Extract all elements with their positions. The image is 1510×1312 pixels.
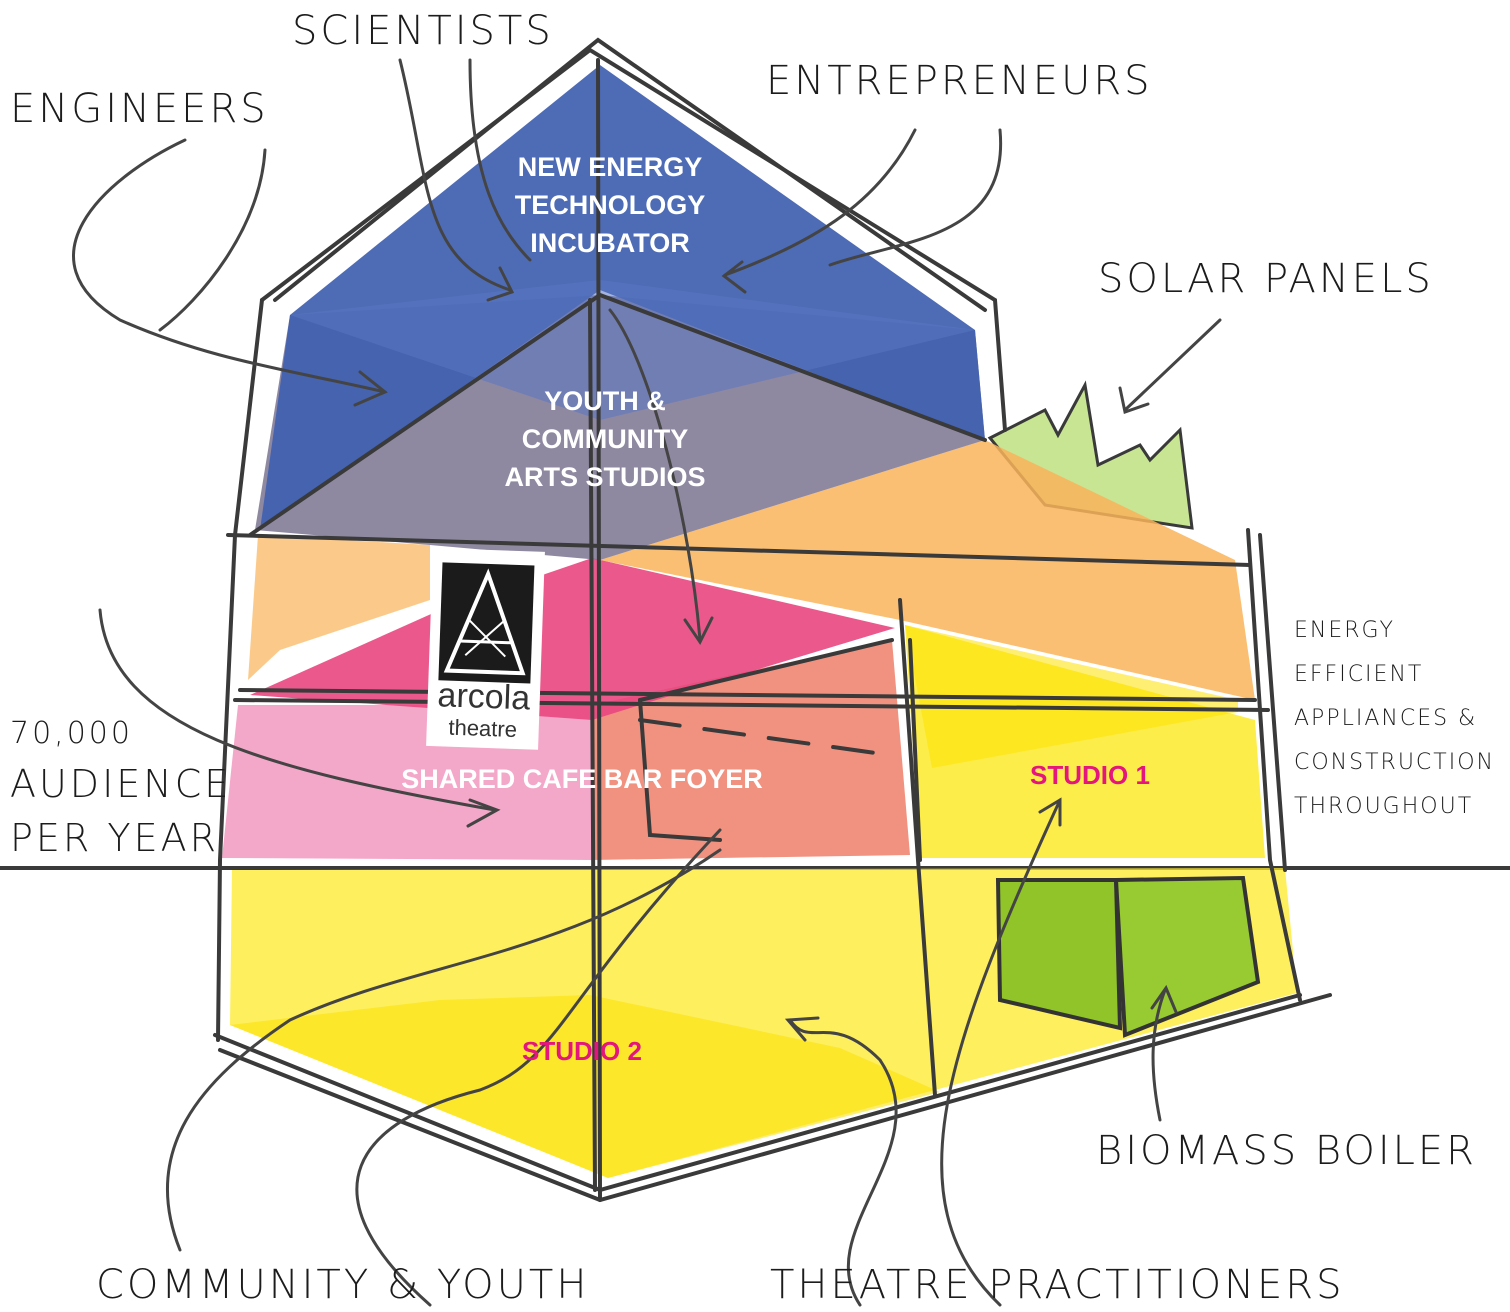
per-year-label: PER YEAR (10, 816, 220, 860)
energy-line-3: APPLIANCES & (1294, 706, 1478, 731)
arcola-theatre-logo: arcola theatre (426, 548, 545, 750)
theatre-practitioners-label: THEATRE PRACTITIONERS (770, 1262, 1345, 1308)
logo-line-1: arcola (436, 676, 531, 718)
lower-floor-shade (230, 995, 940, 1178)
foyer-zone-top (250, 558, 895, 720)
foyer-label: SHARED CAFE BAR FOYER (401, 764, 763, 794)
scientists-label: SCIENTISTS (292, 8, 554, 54)
logo-mark (438, 562, 535, 684)
studio1-label: STUDIO 1 (1030, 760, 1150, 790)
building-outline (213, 37, 1332, 1203)
biomass-boiler-label: BIOMASS BOILER (1096, 1128, 1477, 1174)
solar-panels-label: SOLAR PANELS (1098, 256, 1434, 302)
incubator-label: NEW ENERGY TECHNOLOGY INCUBATOR (470, 148, 750, 262)
logo-line-2: theatre (448, 714, 518, 743)
youth-line-3: ARTS STUDIOS (504, 462, 706, 492)
biomass-box-side (1113, 875, 1261, 1038)
engineers-label: ENGINEERS (10, 86, 269, 132)
energy-line-1: ENERGY (1294, 618, 1395, 643)
audience-label: AUDIENCE (10, 762, 232, 806)
orange-level-right (600, 440, 1255, 700)
youth-label: YOUTH & COMMUNITY ARTS STUDIOS (465, 382, 745, 496)
incubator-line-1: NEW ENERGY (517, 152, 703, 182)
youth-line-2: COMMUNITY (521, 424, 689, 454)
community-youth-label: COMMUNITY & YOUTH (96, 1262, 590, 1308)
entrepreneurs-label: ENTREPRENEURS (766, 58, 1153, 104)
youth-line-1: YOUTH & (544, 386, 666, 416)
energy-line-2: EFFICIENT (1294, 662, 1424, 687)
biomass-box (995, 878, 1123, 1031)
audience-number-label: 70,000 (10, 716, 133, 751)
incubator-line-2: TECHNOLOGY (514, 190, 706, 220)
incubator-line-3: INCUBATOR (530, 228, 690, 258)
flow-arrows (72, 58, 1222, 1307)
energy-line-4: CONSTRUCTION (1294, 750, 1495, 775)
energy-line-5: THROUGHOUT (1294, 794, 1474, 819)
arrow-heads (353, 260, 1178, 1042)
studio2-label: STUDIO 2 (522, 1036, 642, 1066)
orange-level-left (248, 535, 430, 680)
